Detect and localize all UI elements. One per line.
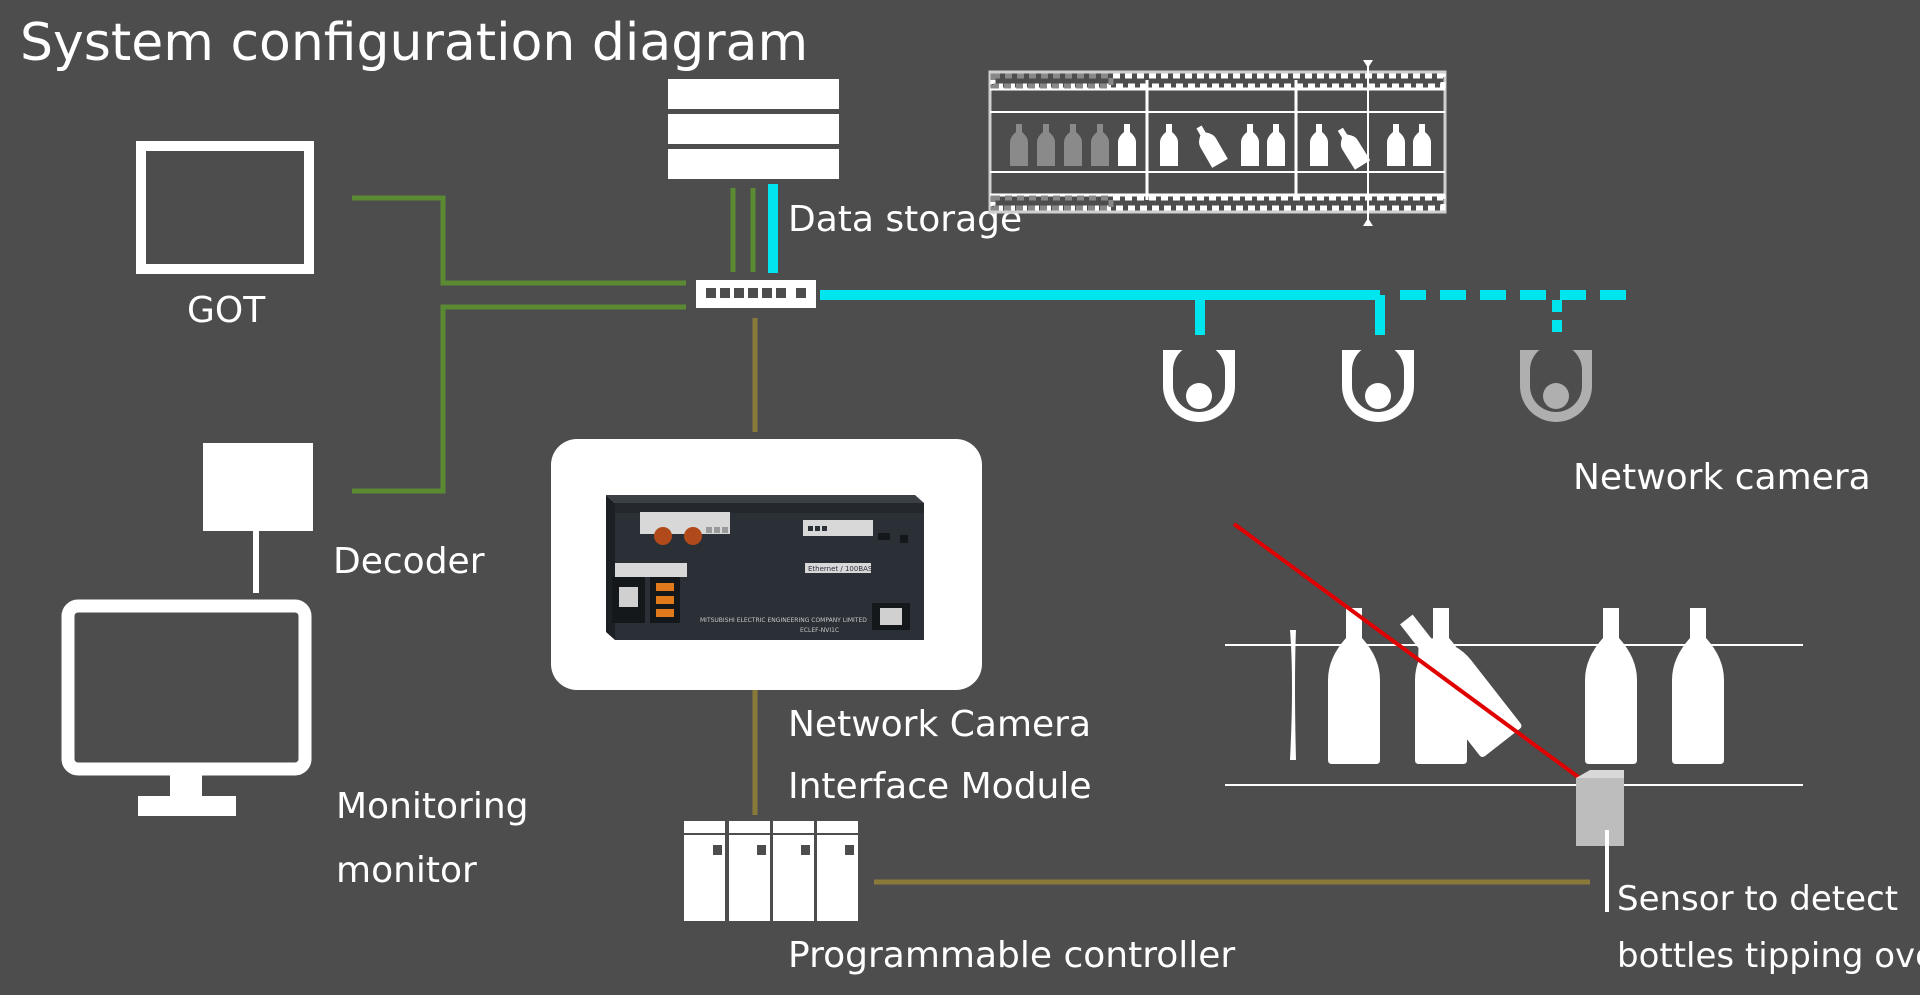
page-title: System configuration diagram xyxy=(20,13,808,73)
plc-rack-icon xyxy=(684,821,858,921)
server-stack-icon xyxy=(668,79,839,179)
dome-camera-icon xyxy=(1342,344,1414,422)
sensor-icon xyxy=(1576,770,1624,912)
video-lines xyxy=(352,188,756,494)
sensor-label-line2: bottles tipping over xyxy=(1617,936,1920,976)
monitoring-label-line1: Monitoring xyxy=(336,786,529,827)
decoder-box-icon xyxy=(203,443,313,593)
ethernet-switch-icon xyxy=(696,280,816,308)
ncim-label-line2: Interface Module xyxy=(788,766,1092,807)
got-label: GOT xyxy=(187,290,266,331)
got-icon xyxy=(136,141,314,274)
bottle-icon xyxy=(1672,608,1724,764)
monitor-icon xyxy=(61,599,312,816)
network-camera-interface-module: Ethernet / 100BASE MITSUBISHI ELECTRIC E… xyxy=(551,439,982,690)
monitoring-label-line2: monitor xyxy=(336,850,477,891)
bottle-icon xyxy=(1328,608,1380,764)
module-model-text: ECLEF-NVI1C xyxy=(800,627,839,634)
ncim-label-line1: Network Camera xyxy=(788,704,1091,745)
dome-camera-icon xyxy=(1520,344,1592,422)
bottle-icon xyxy=(1585,608,1637,764)
dome-camera-icon xyxy=(1163,344,1235,422)
ethernet-lines xyxy=(768,184,1640,335)
module-maker-text: MITSUBISHI ELECTRIC ENGINEERING COMPANY … xyxy=(700,617,867,624)
bottle-edge-icon xyxy=(1290,630,1296,760)
filmstrip-icon xyxy=(988,60,1447,226)
network-camera-label: Network camera xyxy=(1573,457,1871,498)
sensor-beam xyxy=(1232,522,1583,781)
module-ethernet-text: Ethernet / 100BASE xyxy=(808,565,877,573)
sensor-label-line1: Sensor to detect xyxy=(1617,879,1898,919)
decoder-label: Decoder xyxy=(333,541,485,582)
control-lines xyxy=(752,318,1590,885)
plc-label: Programmable controller xyxy=(788,935,1235,976)
data-storage-label: Data storage xyxy=(788,199,1022,240)
